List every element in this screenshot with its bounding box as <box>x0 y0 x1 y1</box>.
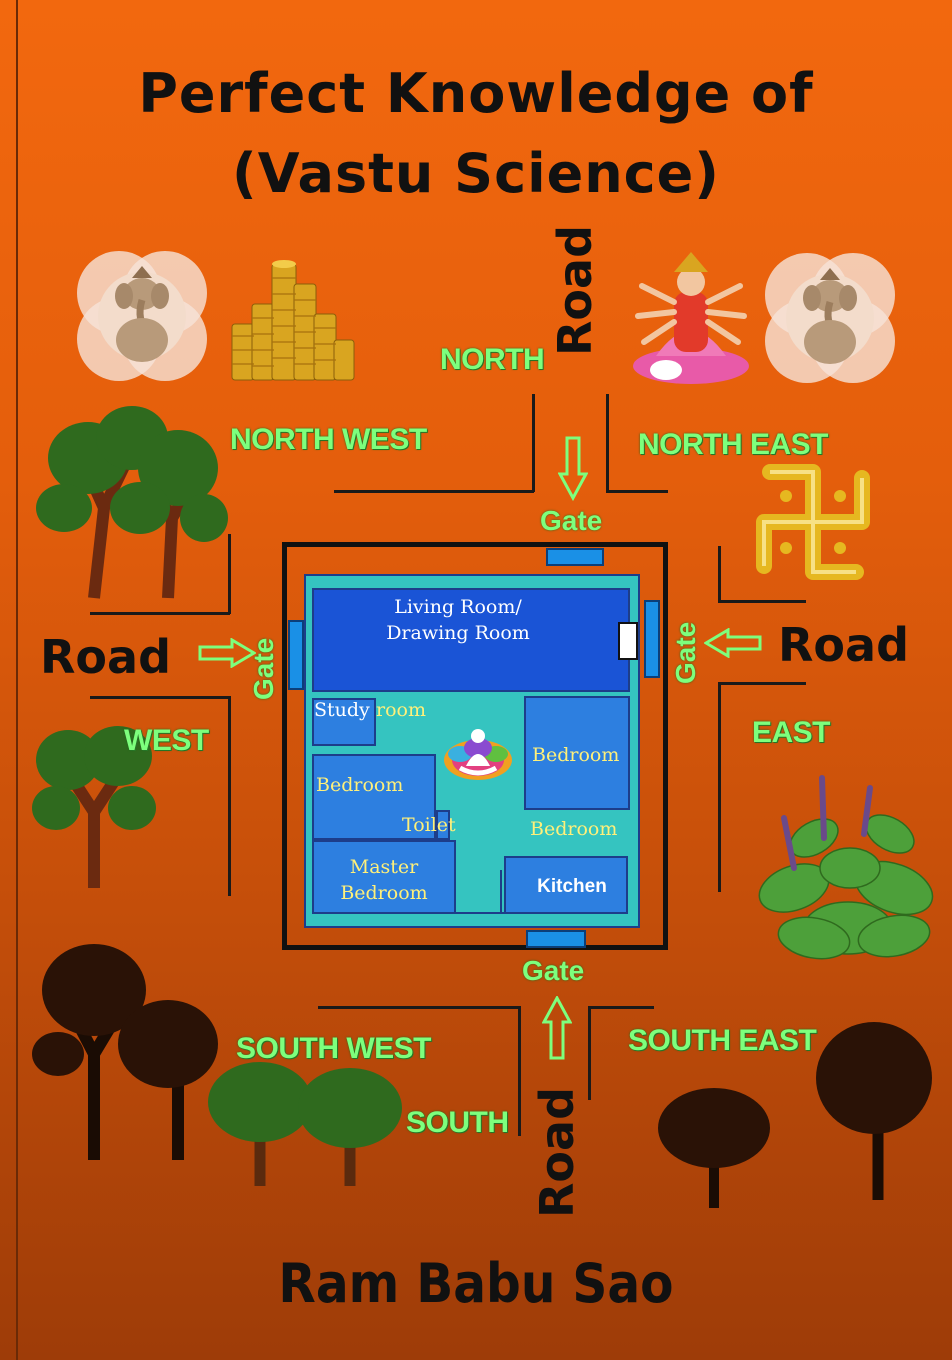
author-name: Ram Babu Sao <box>278 1252 674 1315</box>
master-bedroom <box>312 840 456 914</box>
bedroom-west <box>312 754 436 840</box>
direction-west: WEST <box>124 724 209 757</box>
road-line <box>606 394 609 492</box>
road-line <box>532 394 535 492</box>
room-wall <box>456 912 504 914</box>
swastika-icon <box>756 464 870 580</box>
book-spine-edge <box>16 0 18 1360</box>
room-wall <box>500 870 502 914</box>
road-line <box>718 682 721 892</box>
gate-south-label: Gate <box>522 955 585 986</box>
ganesha-icon <box>765 253 895 383</box>
tree-icon <box>816 1022 932 1200</box>
road-line <box>718 600 806 603</box>
arrow-icon <box>704 628 762 658</box>
toilet <box>436 810 450 840</box>
study-label: Study <box>314 699 370 721</box>
bedroom-west-label: Bedroom <box>316 774 404 796</box>
gate-west-block <box>288 620 304 690</box>
living-room-door <box>618 622 638 660</box>
gate-east-block <box>644 600 660 678</box>
road-line <box>718 546 721 602</box>
road-south-label: Road <box>530 1087 584 1218</box>
tree-icon <box>32 944 218 1160</box>
gold-coins-icon <box>231 260 355 381</box>
tree-icon <box>208 1062 402 1186</box>
arrow-icon <box>558 436 588 502</box>
master-bedroom-label-2: Bedroom <box>340 882 428 904</box>
road-line <box>518 1006 521 1136</box>
toilet-label: Toilet <box>402 814 456 836</box>
direction-north-east: NORTH EAST <box>638 428 829 461</box>
meditation-lotus-icon <box>444 729 512 780</box>
road-west-label: Road <box>40 630 171 684</box>
study-room <box>312 698 376 746</box>
road-line <box>228 696 231 896</box>
direction-south: SOUTH <box>406 1106 509 1139</box>
tree-icon <box>658 1088 770 1208</box>
direction-east: EAST <box>752 716 831 749</box>
road-line <box>588 1006 591 1100</box>
goddess-icon <box>633 252 749 384</box>
arrow-icon <box>542 996 572 1060</box>
gate-north-label: Gate <box>540 505 603 536</box>
road-line <box>228 534 231 614</box>
ganesha-icon <box>77 251 207 381</box>
tree-icon <box>36 406 228 599</box>
living-room <box>312 588 630 692</box>
gate-west-label: Gate <box>248 637 279 700</box>
road-line <box>334 490 534 493</box>
kitchen-label: Kitchen <box>537 876 607 897</box>
kitchen <box>504 856 628 914</box>
gate-north-block <box>546 548 604 566</box>
study-room-label: room <box>376 699 426 721</box>
road-line <box>718 682 806 685</box>
book-title-line2: (Vastu Science) <box>232 142 720 205</box>
master-bedroom-label-1: Master <box>349 856 419 878</box>
road-line <box>606 490 668 493</box>
bedroom-east <box>524 696 630 810</box>
gate-east-label: Gate <box>670 621 701 684</box>
direction-north: NORTH <box>440 343 545 376</box>
bedroom-east-label: Bedroom <box>532 744 620 766</box>
direction-south-east: SOUTH EAST <box>628 1024 817 1057</box>
road-line <box>90 696 230 699</box>
road-north-label: Road <box>548 225 602 356</box>
book-title-line1: Perfect Knowledge of <box>138 62 814 125</box>
road-east-label: Road <box>778 618 909 672</box>
arrow-icon <box>198 638 256 668</box>
bedroom-middle-label: Bedroom <box>530 818 618 840</box>
tree-icon <box>32 726 156 888</box>
road-line <box>588 1006 654 1009</box>
gate-south-block <box>526 930 586 948</box>
living-room-label-1: Living Room/ <box>394 596 522 618</box>
road-line <box>318 1006 520 1009</box>
living-room-label-2: Drawing Room <box>386 622 530 644</box>
tulsi-plant-icon <box>758 775 934 960</box>
plot-boundary <box>282 542 668 950</box>
direction-south-west: SOUTH WEST <box>236 1032 432 1065</box>
direction-north-west: NORTH WEST <box>230 423 427 456</box>
road-line <box>90 612 230 615</box>
